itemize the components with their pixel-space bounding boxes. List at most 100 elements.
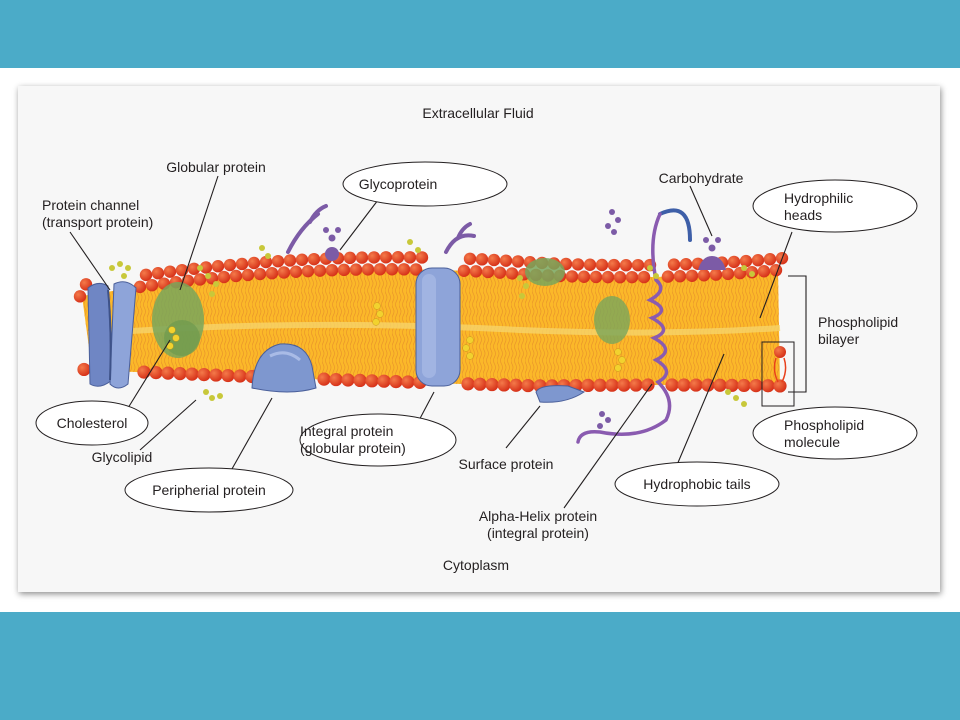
- phospholipid-head: [679, 258, 693, 271]
- phospholipid-head: [401, 375, 415, 389]
- phospholipid-head: [365, 374, 379, 388]
- phospholipid-heads-bottom: [77, 362, 787, 393]
- phospholipid-head: [737, 378, 751, 393]
- phospholipid-head: [761, 379, 775, 393]
- phospholipid-head: [379, 251, 393, 264]
- phospholipid-head: [259, 255, 273, 269]
- phospholipid-head: [763, 253, 777, 266]
- phospholipid-head: [385, 263, 399, 276]
- phospholipid-head: [355, 251, 369, 264]
- phospholipid-head: [415, 251, 429, 264]
- glycolipid-label: Glycolipid: [92, 449, 153, 465]
- phospholipid-head: [77, 362, 91, 377]
- protein-channel-shape: [87, 281, 137, 389]
- hydrophobic-tails-label: Hydrophobic tails: [643, 476, 750, 492]
- integral-protein-label-1: Integral protein: [300, 423, 393, 439]
- phospholipid-head: [511, 255, 525, 268]
- alpha-helix-label-1: Alpha-Helix protein: [479, 508, 597, 524]
- protein-channel-label-1: Protein channel: [42, 197, 139, 213]
- phospholipid-head: [241, 268, 255, 282]
- hydrophilic-bubble: [752, 179, 918, 233]
- phospholipid-head: [709, 268, 723, 281]
- surface-protein-label: Surface protein: [459, 456, 554, 472]
- phospholipid-head: [641, 378, 655, 392]
- phospholipid-head: [209, 368, 223, 382]
- phospholipid-head: [307, 252, 321, 266]
- phospholipid-head: [757, 265, 771, 278]
- integral-protein-bubble: [299, 413, 457, 467]
- phospholipid-head: [199, 261, 213, 274]
- phospholipid-head: [473, 377, 487, 391]
- phospholipid-head: [625, 270, 639, 284]
- phospholipid-head: [233, 369, 247, 383]
- phospholipid-head: [463, 252, 477, 265]
- phospholipid-head: [749, 378, 763, 393]
- extracellular-label: Extracellular Fluid: [422, 105, 533, 121]
- phospholipid-head: [329, 372, 343, 387]
- phospholipid-head: [667, 258, 681, 271]
- phospholipid-head: [713, 378, 727, 392]
- phospholipid-head: [571, 258, 585, 271]
- phospholipid-head: [211, 259, 225, 273]
- phospholipid-head: [481, 265, 495, 279]
- phospholipid-head: [377, 374, 391, 388]
- phospholipid-head: [289, 265, 303, 278]
- globular-protein-shape: [152, 282, 204, 358]
- phospholipid-head: [685, 269, 699, 282]
- phospholipid-head: [271, 254, 285, 268]
- phospholipid-head: [619, 258, 633, 272]
- phospholipid-head: [137, 365, 151, 379]
- phospholipid-head: [229, 269, 243, 283]
- phospholipid-head: [313, 264, 327, 277]
- phospholipid-molecule-label-2: molecule: [784, 434, 840, 450]
- phospholipid-head: [295, 253, 309, 266]
- globular-protein-label: Globular protein: [166, 159, 266, 175]
- phospholipid-head: [673, 270, 687, 283]
- phospholipid-head: [701, 378, 715, 392]
- phospholipid-head: [461, 377, 475, 391]
- phospholipid-head: [283, 254, 297, 267]
- phospholipid-head: [217, 270, 231, 284]
- phospholipid-head: [187, 262, 201, 275]
- phospholipid-head: [565, 270, 579, 283]
- phospholipid-head: [277, 266, 291, 279]
- phospholipid-head: [325, 264, 339, 277]
- phospholipid-head: [341, 373, 355, 387]
- phospholipid-head: [221, 368, 235, 383]
- phospholipid-head: [499, 254, 513, 267]
- phospholipid-head: [349, 263, 363, 276]
- phospholipid-bilayer-label-1: Phospholipid: [818, 314, 898, 330]
- phospholipid-head: [235, 257, 249, 271]
- phospholipid-head: [145, 279, 159, 292]
- phospholipid-head: [253, 267, 267, 281]
- globular-protein-right: [525, 258, 630, 344]
- phospholipid-head: [223, 258, 237, 272]
- phospholipid-head: [337, 263, 351, 277]
- phospholipid-head: [149, 366, 163, 380]
- phospholipid-head: [457, 264, 471, 277]
- phospholipid-head: [343, 251, 357, 265]
- cholesterol-bubble: [35, 400, 149, 446]
- phospholipid-head: [631, 258, 645, 272]
- peripheral-protein-label: Peripherial protein: [152, 482, 266, 498]
- integral-protein-label-2: (globular protein): [300, 440, 406, 456]
- phospholipid-head: [577, 270, 591, 283]
- phospholipid-head: [607, 258, 621, 272]
- phospholipid-head: [151, 267, 165, 280]
- phospholipid-head: [629, 378, 643, 392]
- phospholipid-head: [163, 265, 177, 278]
- phospholipid-head: [161, 366, 175, 380]
- phospholipid-head: [739, 254, 753, 268]
- phospholipid-head: [497, 378, 511, 392]
- phospholipid-head: [605, 378, 619, 392]
- phospholipid-head: [583, 258, 597, 271]
- phospholipid-head: [727, 255, 741, 269]
- leader-lines: [69, 175, 793, 509]
- phospholipid-head: [185, 367, 199, 381]
- phospholipid-head: [391, 251, 405, 264]
- phospholipid-head: [589, 270, 603, 284]
- hydrophobic-tails-bubble: [614, 461, 780, 507]
- phospholipid-head: [301, 264, 315, 278]
- phospholipid-head: [353, 373, 367, 387]
- phospholipid-head: [661, 270, 675, 283]
